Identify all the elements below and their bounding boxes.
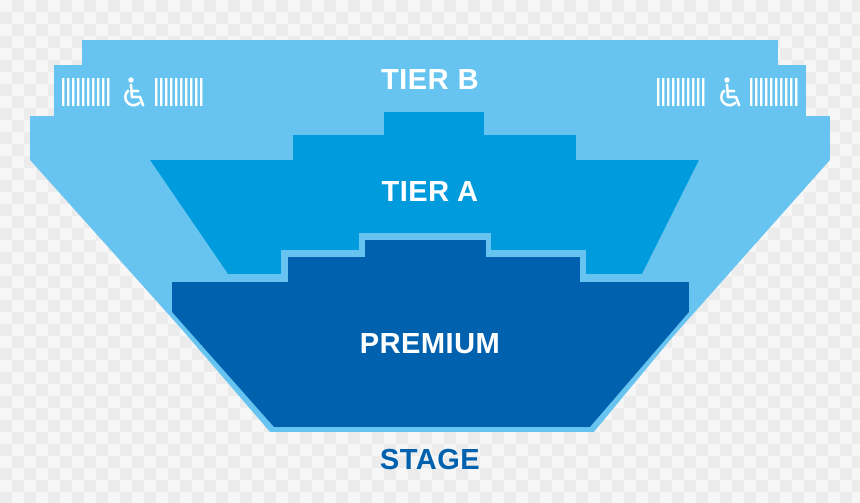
premium-section[interactable] (172, 240, 689, 427)
wheelchair-icon (720, 77, 741, 107)
tier-a-label: TIER A (381, 176, 479, 208)
accessible-seating-left[interactable] (62, 77, 203, 107)
stage-label: STAGE (379, 444, 481, 476)
wheelchair-icon (124, 77, 145, 107)
tier-b-label: TIER B (380, 64, 480, 96)
accessible-seating-right[interactable] (657, 77, 798, 107)
seat-rows-left (62, 78, 203, 106)
tier-a-section[interactable] (150, 112, 699, 274)
seat-rows-right (657, 78, 798, 106)
premium-label: PREMIUM (359, 328, 501, 360)
